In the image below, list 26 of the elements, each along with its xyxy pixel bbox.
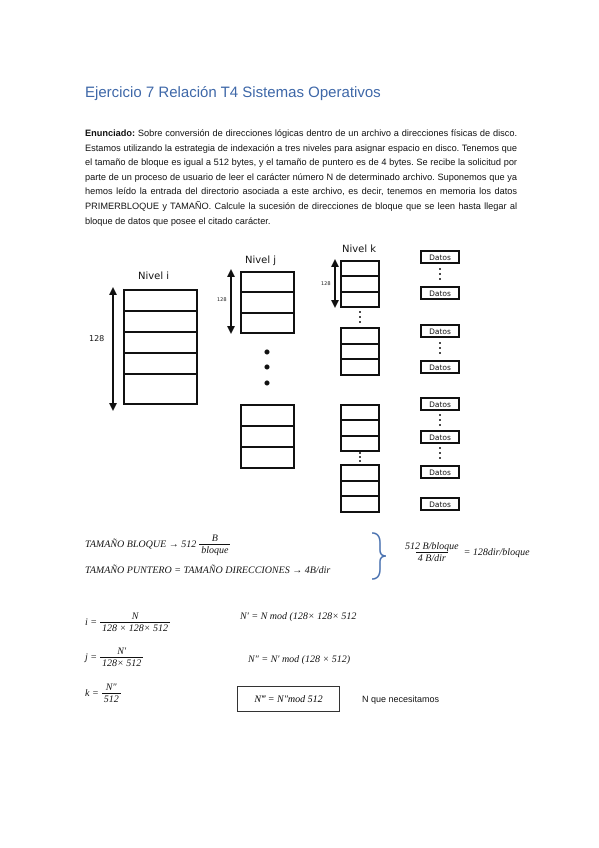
formula-text: i =	[85, 617, 98, 628]
formula-text: k =	[85, 688, 99, 699]
formula-text: 128× 512	[100, 657, 144, 669]
formula-text: j =	[85, 652, 98, 663]
formula-text: N′ = N mod (128× 128× 512	[240, 611, 356, 622]
formula-text: B	[210, 533, 219, 544]
formula-text: = 128dir/bloque	[464, 547, 530, 558]
dimension-label: 128	[89, 334, 104, 343]
formula-text: 128 × 128× 512	[100, 622, 170, 634]
page-title: Ejercicio 7 Relación T4 Sistemas Operativos	[85, 84, 381, 101]
level-label: Nivel k	[342, 244, 376, 255]
note-text: N que necesitamos	[362, 694, 440, 704]
formula-box: N‴ = N″mod 512	[237, 686, 340, 712]
formula-text: 4 B/dir	[416, 552, 448, 564]
formula-text: N″	[104, 682, 118, 693]
level-label: Nivel i	[138, 271, 170, 282]
formula-text: bloque	[199, 544, 230, 556]
formula-text: N	[130, 611, 140, 622]
formula-text: N′	[116, 646, 128, 657]
level-label: Nivel j	[245, 255, 276, 266]
formula-text: TAMAÑO BLOQUE → 512	[85, 539, 196, 550]
problem-statement: Enunciado: Sobre conversión de direcciones lógicas dentro de un archivo a direcciones físicas de disco. Estamos utilizando la estrategia de indexación a tres niveles para asignar espacio en disco. Tenemos que el tamaño de bloque es igual a 512 bytes, y el tamaño de puntero es de 4 bytes. Se recibe la solicitud por parte de un proceso de usuario de leer el carácter número N de determinado archivo. Suponemos que ya hemos leído la entrada del directorio asociada a este archivo, es decir, tenemos en memoria los datos PRIMERBLOQUE y TAMAÑO. Calcule la sucesión de direcciones de bloque que se leen hasta llegar al bloque de datos que posee el citado carácter.	[85, 127, 517, 228]
formula-text: 512 B/bloque	[404, 541, 460, 552]
formula-text: TAMAÑO PUNTERO = TAMAÑO DIRECCIONES → 4B/dir	[85, 565, 330, 576]
formula-text: N″ = N′ mod (128 × 512)	[248, 654, 350, 665]
formula-text: 512	[102, 693, 121, 705]
